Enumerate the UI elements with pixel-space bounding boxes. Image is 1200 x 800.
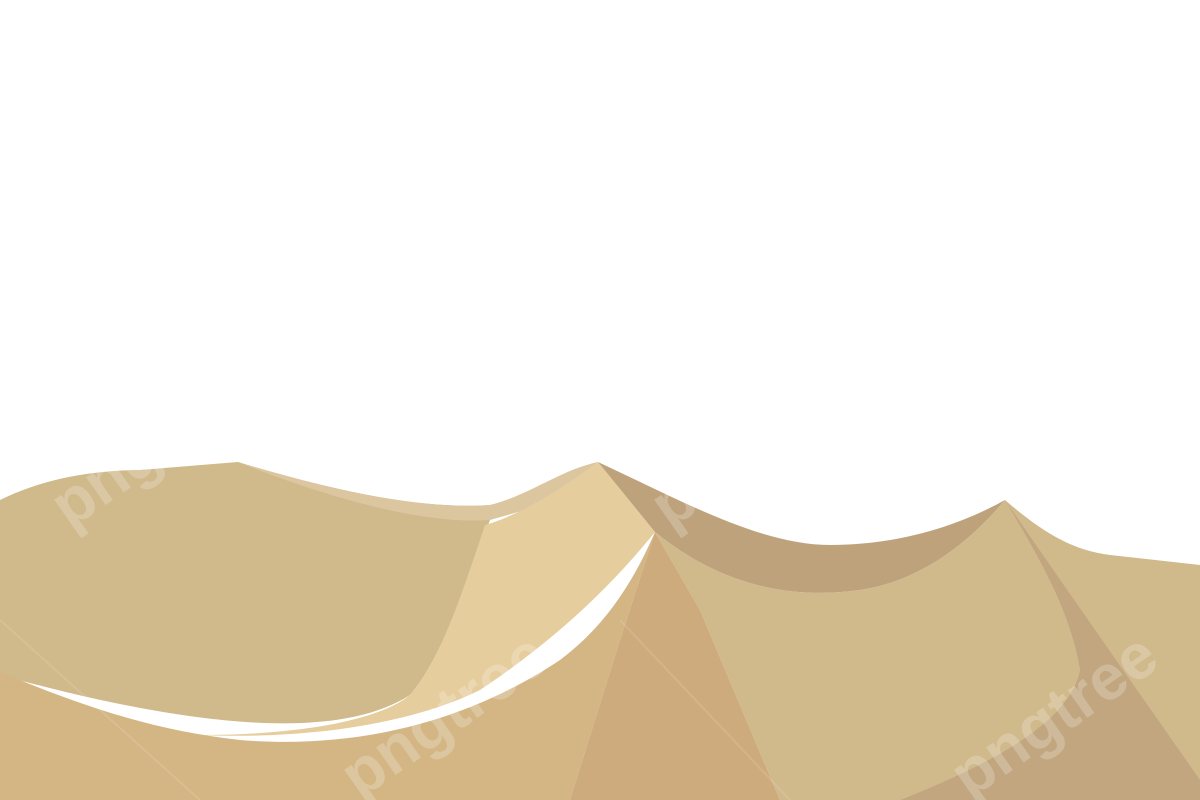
dune-right-shadow-ridge [598, 462, 1005, 593]
dune-lower-left [0, 532, 655, 800]
dune-left-base [0, 462, 530, 724]
dune-faint-line [0, 619, 201, 800]
dune-far-right-shadow [900, 500, 1200, 800]
dune-right-body [655, 500, 1080, 800]
dune-center-deep [570, 532, 780, 800]
dune-left-ridge [238, 462, 598, 521]
dune-faint-line-2 [619, 619, 791, 800]
dune-center-light-face [200, 462, 655, 736]
